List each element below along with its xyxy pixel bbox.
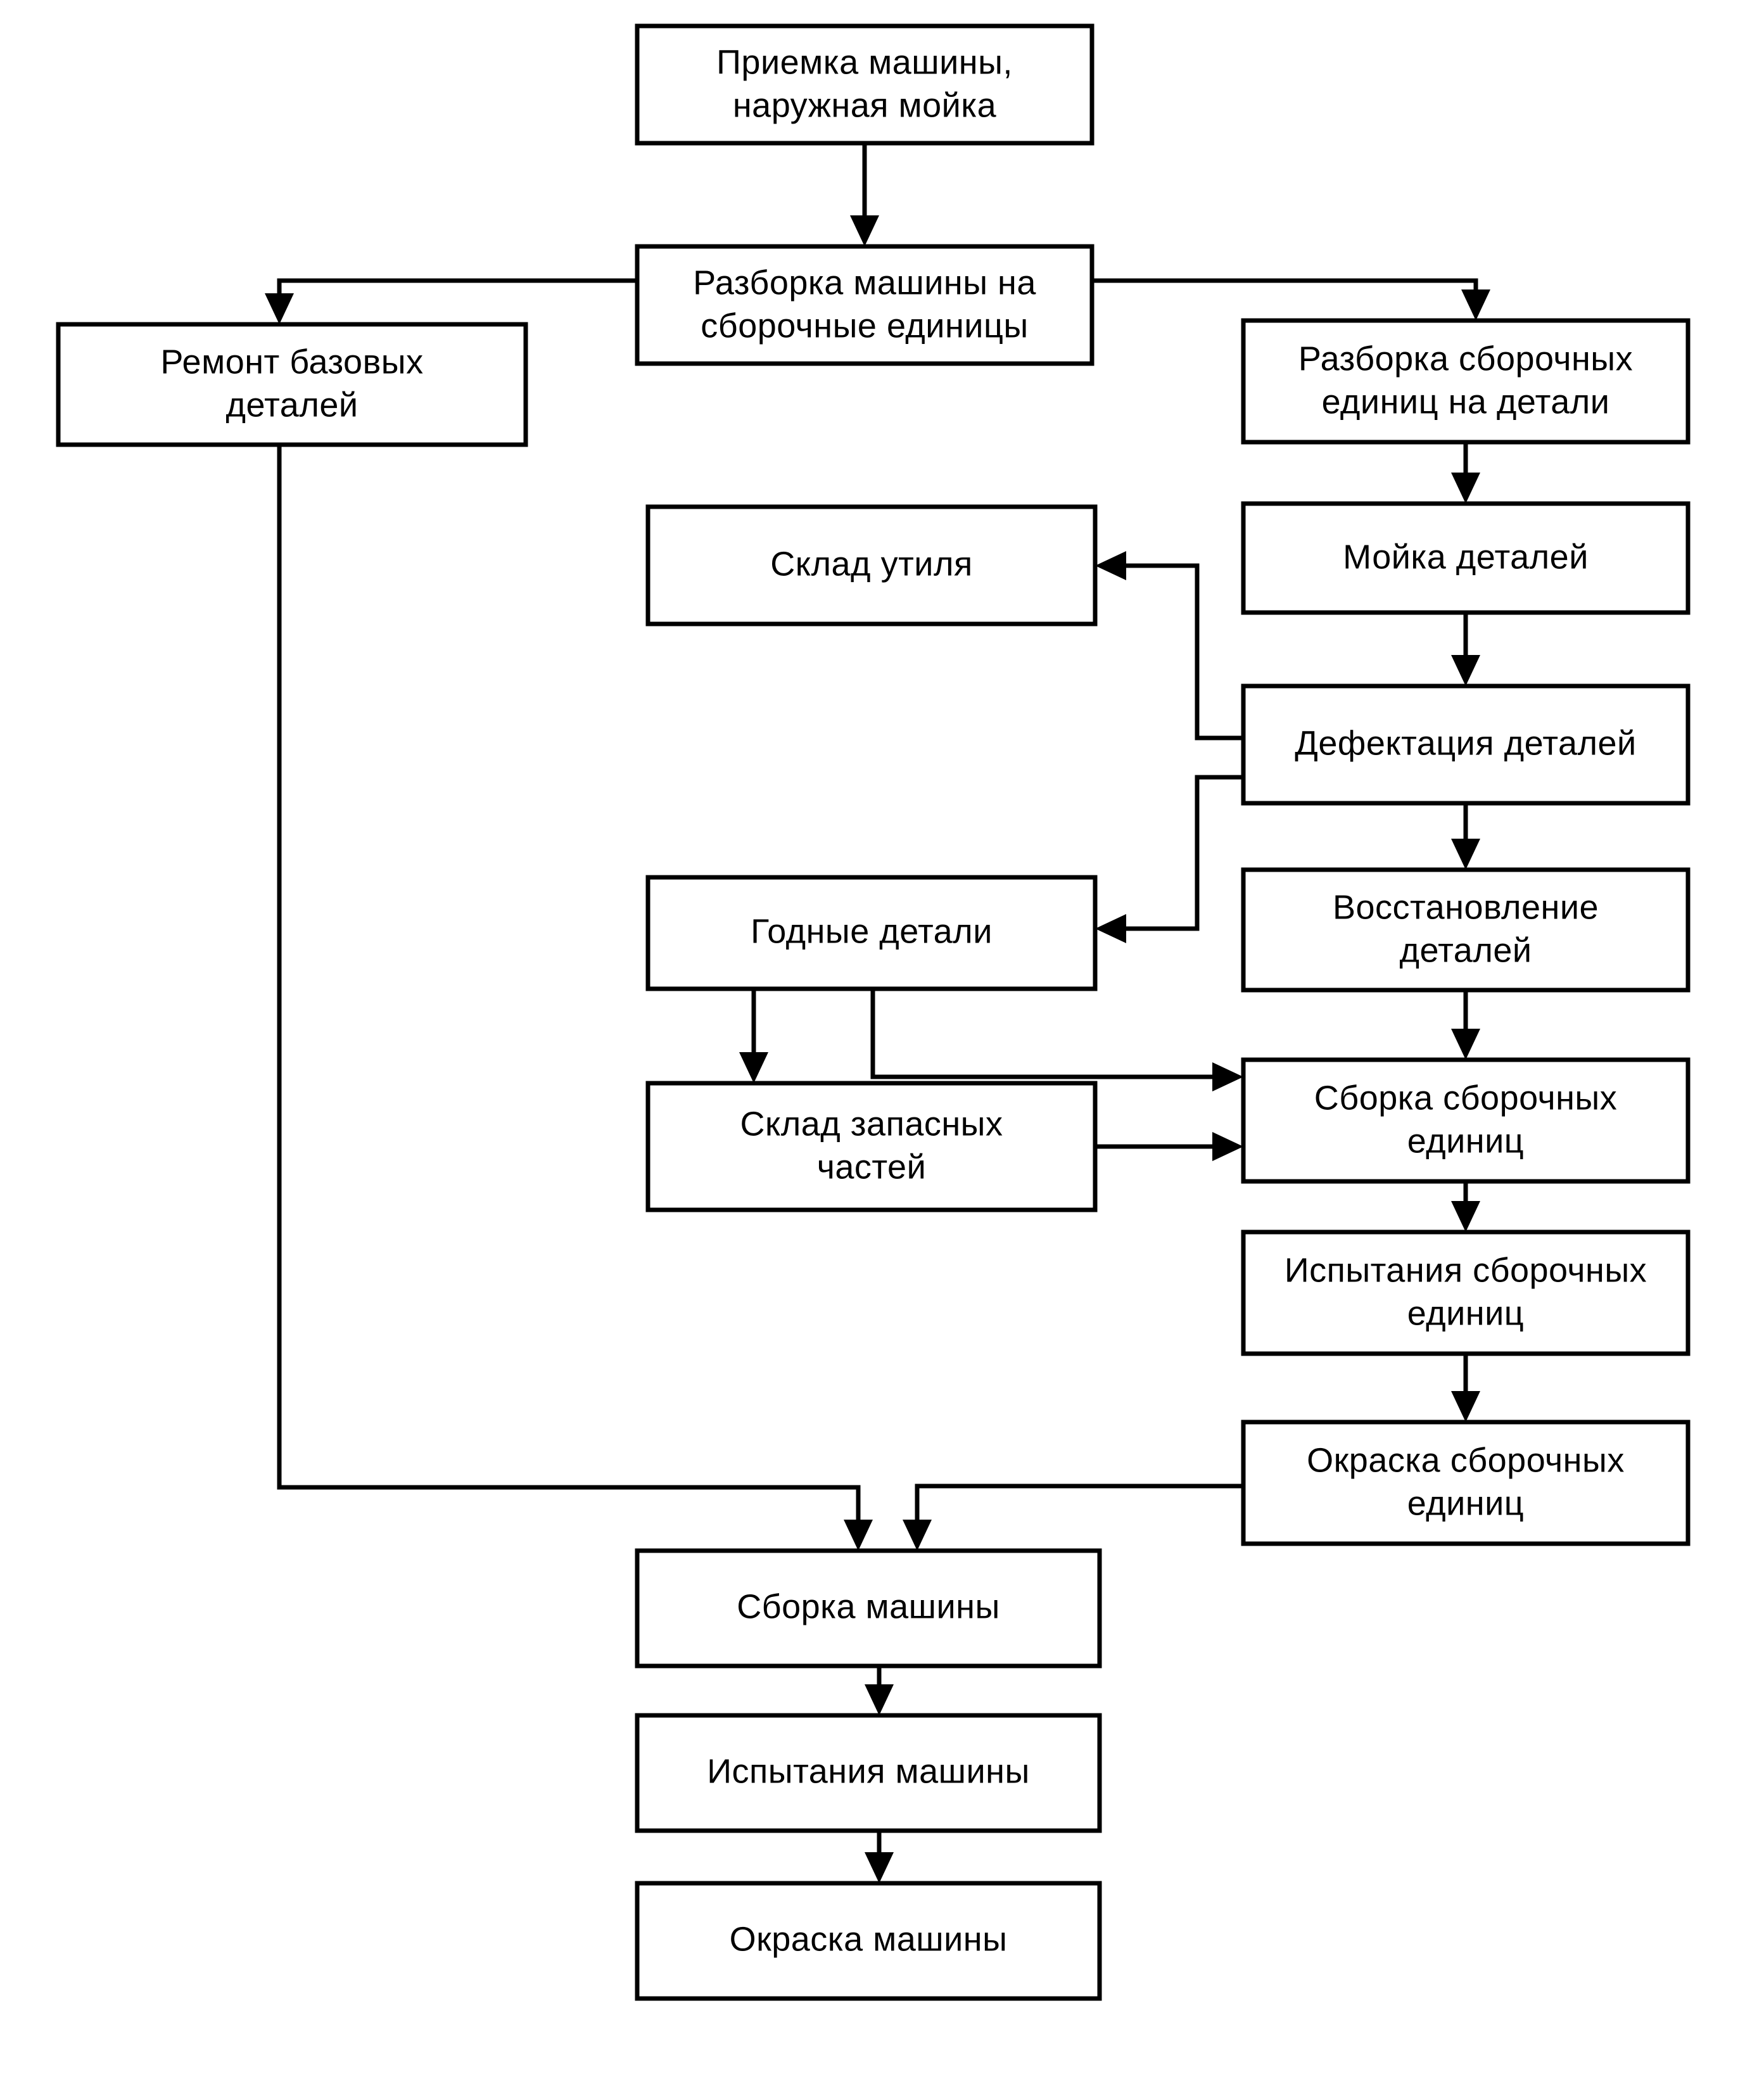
edge-vosstanovlenie-to-sborka-se xyxy=(1451,990,1480,1060)
edge-razborka-to-remont xyxy=(265,278,637,324)
edge-priemka-to-razborka xyxy=(850,143,879,246)
node-label-line1: Сборка сборочных xyxy=(1314,1079,1617,1117)
node-label-line1: Окраска машины xyxy=(730,1920,1008,1958)
node-label-line1: Приемка машины, xyxy=(716,43,1013,81)
node-label-line1: Склад утиля xyxy=(770,545,972,583)
edge-defektacia-to-vosstanovlenie xyxy=(1451,803,1480,870)
node-label-line1: Годные детали xyxy=(751,912,993,950)
node-label-line1: Сборка машины xyxy=(737,1587,1000,1625)
node-label-line1: Мойка деталей xyxy=(1343,538,1589,576)
node-label-line2: единиц xyxy=(1407,1294,1524,1332)
edge-godnye-to-sborka-se xyxy=(870,989,1243,1091)
node-vosstanovlenie-detalei[interactable]: Восстановление деталей xyxy=(1241,867,1691,993)
edge-razborkase-to-moyka xyxy=(1451,442,1480,504)
node-layer: Приемка машины, наружная мойка Разборка … xyxy=(56,23,1691,2001)
node-label-line1: Разборка сборочных xyxy=(1298,340,1633,378)
node-sborka-mashiny[interactable]: Сборка машины xyxy=(635,1548,1102,1668)
node-label-line2: наружная мойка xyxy=(733,86,997,124)
node-razborka-sborochnyh-edinic[interactable]: Разборка сборочных единиц на детали xyxy=(1241,318,1691,445)
node-label-line1: Разборка машины на xyxy=(693,264,1036,302)
node-moyka-detalei[interactable]: Мойка деталей xyxy=(1241,501,1691,615)
node-sborka-sborochnyh-edinic[interactable]: Сборка сборочных единиц xyxy=(1241,1057,1691,1184)
edge-sborka-se-to-ispytania-se xyxy=(1451,1181,1480,1232)
edge-godnye-to-sklad-zapchastei xyxy=(739,989,768,1083)
edge-okraska-se-to-sborka-mashiny xyxy=(903,1484,1243,1551)
edge-razborka-to-razborka-se xyxy=(1092,278,1490,321)
node-remont-bazovyh-detalei[interactable]: Ремонт базовых деталей xyxy=(56,322,528,447)
node-defektacia-detalei[interactable]: Дефектация деталей xyxy=(1241,683,1691,806)
node-label-line2: единиц xyxy=(1407,1122,1524,1160)
node-label-line1: Испытания сборочных xyxy=(1285,1251,1647,1289)
node-label-line2: сборочные единицы xyxy=(701,307,1028,345)
node-label-line2: деталей xyxy=(1399,931,1532,969)
edge-moyka-to-defektacia xyxy=(1451,613,1480,686)
node-ispytania-sborochnyh-edinic[interactable]: Испытания сборочных единиц xyxy=(1241,1230,1691,1356)
node-priemka-mashiny[interactable]: Приемка машины, наружная мойка xyxy=(635,23,1095,146)
edge-sklad-zapchastei-to-sborka-se xyxy=(1095,1132,1243,1161)
node-godnye-detali[interactable]: Годные детали xyxy=(645,875,1098,991)
node-label-line1: Ремонт базовых xyxy=(160,343,423,381)
node-sklad-zapasnyh-chastei[interactable]: Склад запасных частей xyxy=(645,1081,1098,1212)
node-sklad-utilya[interactable]: Склад утиля xyxy=(645,504,1098,626)
node-label-line1: Испытания машины xyxy=(707,1752,1030,1790)
node-label-line2: деталей xyxy=(225,386,358,424)
node-label-line2: частей xyxy=(817,1148,927,1186)
edge-ispytania-se-to-okraska-se xyxy=(1451,1354,1480,1422)
node-label-line1: Дефектация деталей xyxy=(1295,724,1636,762)
node-okraska-sborochnyh-edinic[interactable]: Окраска сборочных единиц xyxy=(1241,1420,1691,1546)
edge-remont-to-sborka-mashiny xyxy=(277,445,873,1551)
node-label-line1: Склад запасных xyxy=(740,1105,1003,1143)
node-ispytania-mashiny[interactable]: Испытания машины xyxy=(635,1713,1102,1833)
node-okraska-mashiny[interactable]: Окраска машины xyxy=(635,1881,1102,2001)
node-razborka-mashiny[interactable]: Разборка машины на сборочные единицы xyxy=(635,244,1095,366)
node-label-line1: Окраска сборочных xyxy=(1307,1441,1625,1479)
node-label-line2: единиц xyxy=(1407,1484,1524,1522)
node-label-line2: единиц на детали xyxy=(1322,383,1610,421)
edge-sborka-mashiny-to-ispytania-mashiny xyxy=(865,1666,894,1715)
edge-defektacia-to-sklad-utilya xyxy=(1095,551,1243,740)
node-label-line1: Восстановление xyxy=(1333,888,1599,926)
edge-ispytania-mashiny-to-okraska-mashiny xyxy=(865,1831,894,1883)
edge-defektacia-to-godnye xyxy=(1095,775,1243,943)
edge-layer xyxy=(265,143,1490,1883)
